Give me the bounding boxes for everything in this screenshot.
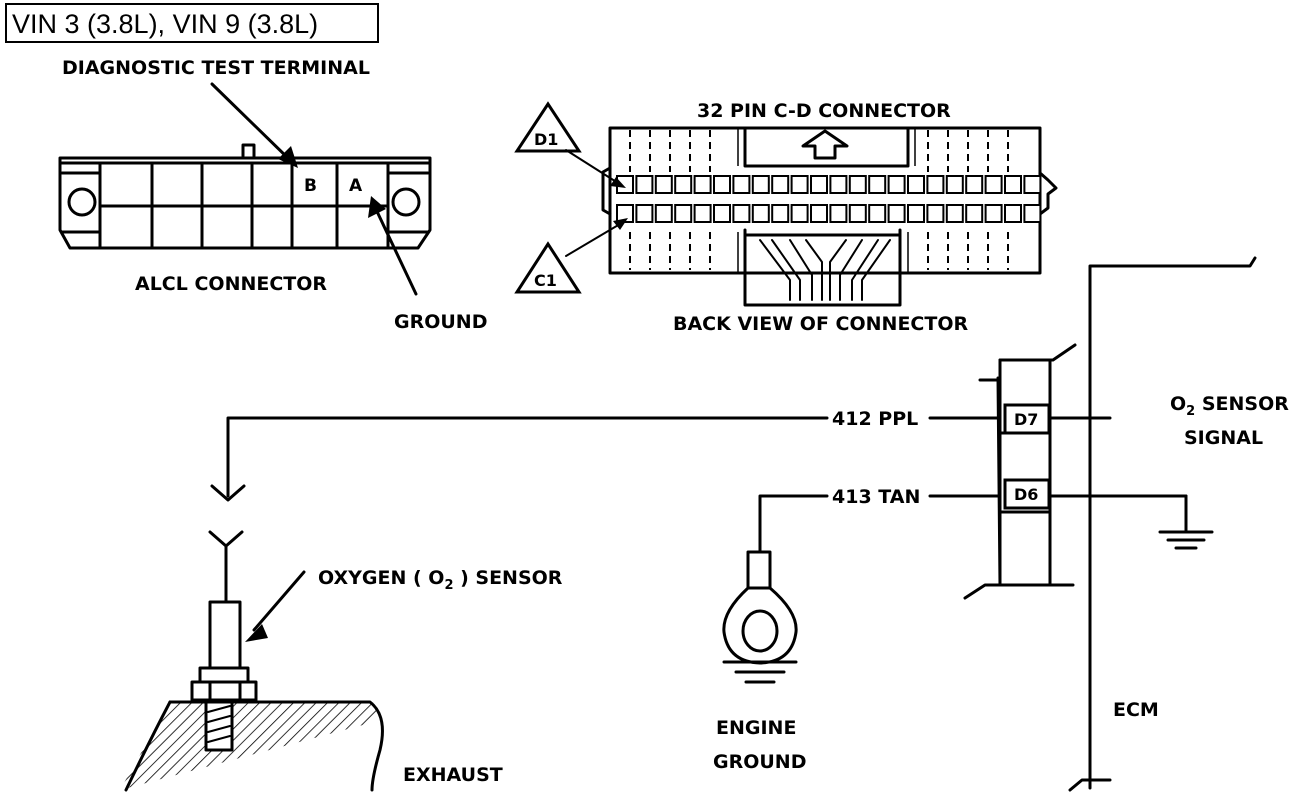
cd-pin-cavity <box>693 204 712 223</box>
ecm-pin-d7-label: D7 <box>1014 410 1038 429</box>
engine-ground-line2: GROUND <box>713 751 806 773</box>
svg-text:O2 SENSOR: O2 SENSOR <box>1170 393 1289 419</box>
engine-ground-line1: ENGINE <box>716 717 796 739</box>
cd-pin-cavity <box>829 175 848 194</box>
cd-pin-cavity <box>945 175 964 194</box>
cd-pin-cavity <box>693 175 712 194</box>
cd-connector-label: 32 PIN C-D CONNECTOR <box>697 100 951 122</box>
ecm-pin-d6-label: D6 <box>1014 485 1038 504</box>
cd-pin-cavity <box>790 204 809 223</box>
cd-connector <box>601 126 1058 307</box>
cd-pin-cavity <box>654 175 673 194</box>
exhaust-pipe <box>120 700 384 792</box>
cd-pin-cavity <box>1023 204 1042 223</box>
wire-412 <box>210 416 1002 502</box>
back-view-label: BACK VIEW OF CONNECTOR <box>673 313 968 335</box>
oxygen-sensor-label: OXYGEN ( O2 ) SENSOR <box>318 567 563 593</box>
cd-pin-cavity <box>674 175 693 194</box>
engine-ground-terminal <box>722 550 798 684</box>
cd-pin-cavity <box>907 204 925 223</box>
d1-label: D1 <box>534 130 558 149</box>
cd-pin-cavity <box>635 204 654 223</box>
wire-413 <box>758 494 1002 554</box>
cd-pin-cavity <box>926 204 945 223</box>
ecm-label: ECM <box>1113 699 1159 721</box>
o2-signal-o: O <box>1170 393 1186 415</box>
title-box: VIN 3 (3.8L), VIN 9 (3.8L) <box>5 3 379 43</box>
cd-pin-cavity <box>810 175 828 194</box>
cd-pin-cavity <box>674 204 693 223</box>
cd-pin-cavity <box>984 175 1003 194</box>
cd-pin-cavity <box>635 175 654 194</box>
ecm-outline <box>1068 256 1257 792</box>
diagram-title: VIN 3 (3.8L), VIN 9 (3.8L) <box>12 9 318 39</box>
cd-pin-cavity <box>848 175 867 194</box>
o2-signal-sensor: SENSOR <box>1195 393 1289 415</box>
cd-pin-cavity <box>751 175 770 194</box>
c1-label: C1 <box>534 271 557 290</box>
cd-pin-cavity <box>965 204 984 223</box>
cd-pin-cavity <box>907 175 925 194</box>
svg-text:OXYGEN ( O2 ) SENSOR: OXYGEN ( O2 ) SENSOR <box>318 567 563 593</box>
o2-label-prefix: OXYGEN ( O <box>318 567 444 589</box>
cd-pin-cavity <box>984 204 1003 223</box>
alcl-connector-label: ALCL CONNECTOR <box>135 273 327 295</box>
cd-pin-cavity <box>732 175 751 194</box>
cd-pin-cavity <box>1004 175 1022 194</box>
alcl-connector: B A <box>58 82 432 296</box>
cd-pin-cavity <box>965 175 984 194</box>
alcl-ground-label: GROUND <box>394 311 487 333</box>
o2-signal-subscript: 2 <box>1186 404 1195 419</box>
cd-pin-rows <box>616 175 1042 223</box>
d1-pointer: D1 <box>514 101 626 188</box>
o2-label-suffix: ) SENSOR <box>453 567 562 589</box>
cd-pin-cavity <box>654 204 673 223</box>
cd-pin-cavity <box>732 204 751 223</box>
o2-label-subscript: 2 <box>444 578 453 593</box>
cd-pin-cavity <box>829 204 848 223</box>
cd-pin-cavity <box>713 175 731 194</box>
cd-pin-cavity <box>771 204 790 223</box>
cd-pin-cavity <box>1004 204 1022 223</box>
cd-pin-cavity <box>751 204 770 223</box>
cd-pin-cavity <box>868 204 887 223</box>
cd-pin-cavity <box>810 204 828 223</box>
cd-pin-cavity <box>926 175 945 194</box>
cd-pin-cavity <box>868 175 887 194</box>
cd-pin-cavity <box>887 175 906 194</box>
cd-pin-cavity <box>713 204 731 223</box>
cd-pin-cavity <box>887 204 906 223</box>
c1-pointer: C1 <box>514 218 628 294</box>
cd-pin-cavity <box>945 204 964 223</box>
alcl-pin-a-label: A <box>349 176 363 196</box>
cd-pin-cavity <box>790 175 809 194</box>
cd-pin-cavity <box>1023 175 1042 194</box>
ecm-internal-wiring <box>1048 416 1214 550</box>
exhaust-label: EXHAUST <box>403 764 503 786</box>
cd-pin-cavity <box>771 175 790 194</box>
cd-pin-cavity <box>848 204 867 223</box>
wire-413-label: 413 TAN <box>832 486 920 508</box>
ecm-connector: D7 D6 <box>963 343 1077 600</box>
diagnostic-test-terminal-label: DIAGNOSTIC TEST TERMINAL <box>62 57 370 79</box>
alcl-pin-b-label: B <box>304 176 317 196</box>
o2-sensor-signal-label: O2 SENSOR SIGNAL <box>1170 393 1289 449</box>
wire-412-label: 412 PPL <box>832 408 918 430</box>
o2-signal-line2: SIGNAL <box>1184 427 1263 449</box>
